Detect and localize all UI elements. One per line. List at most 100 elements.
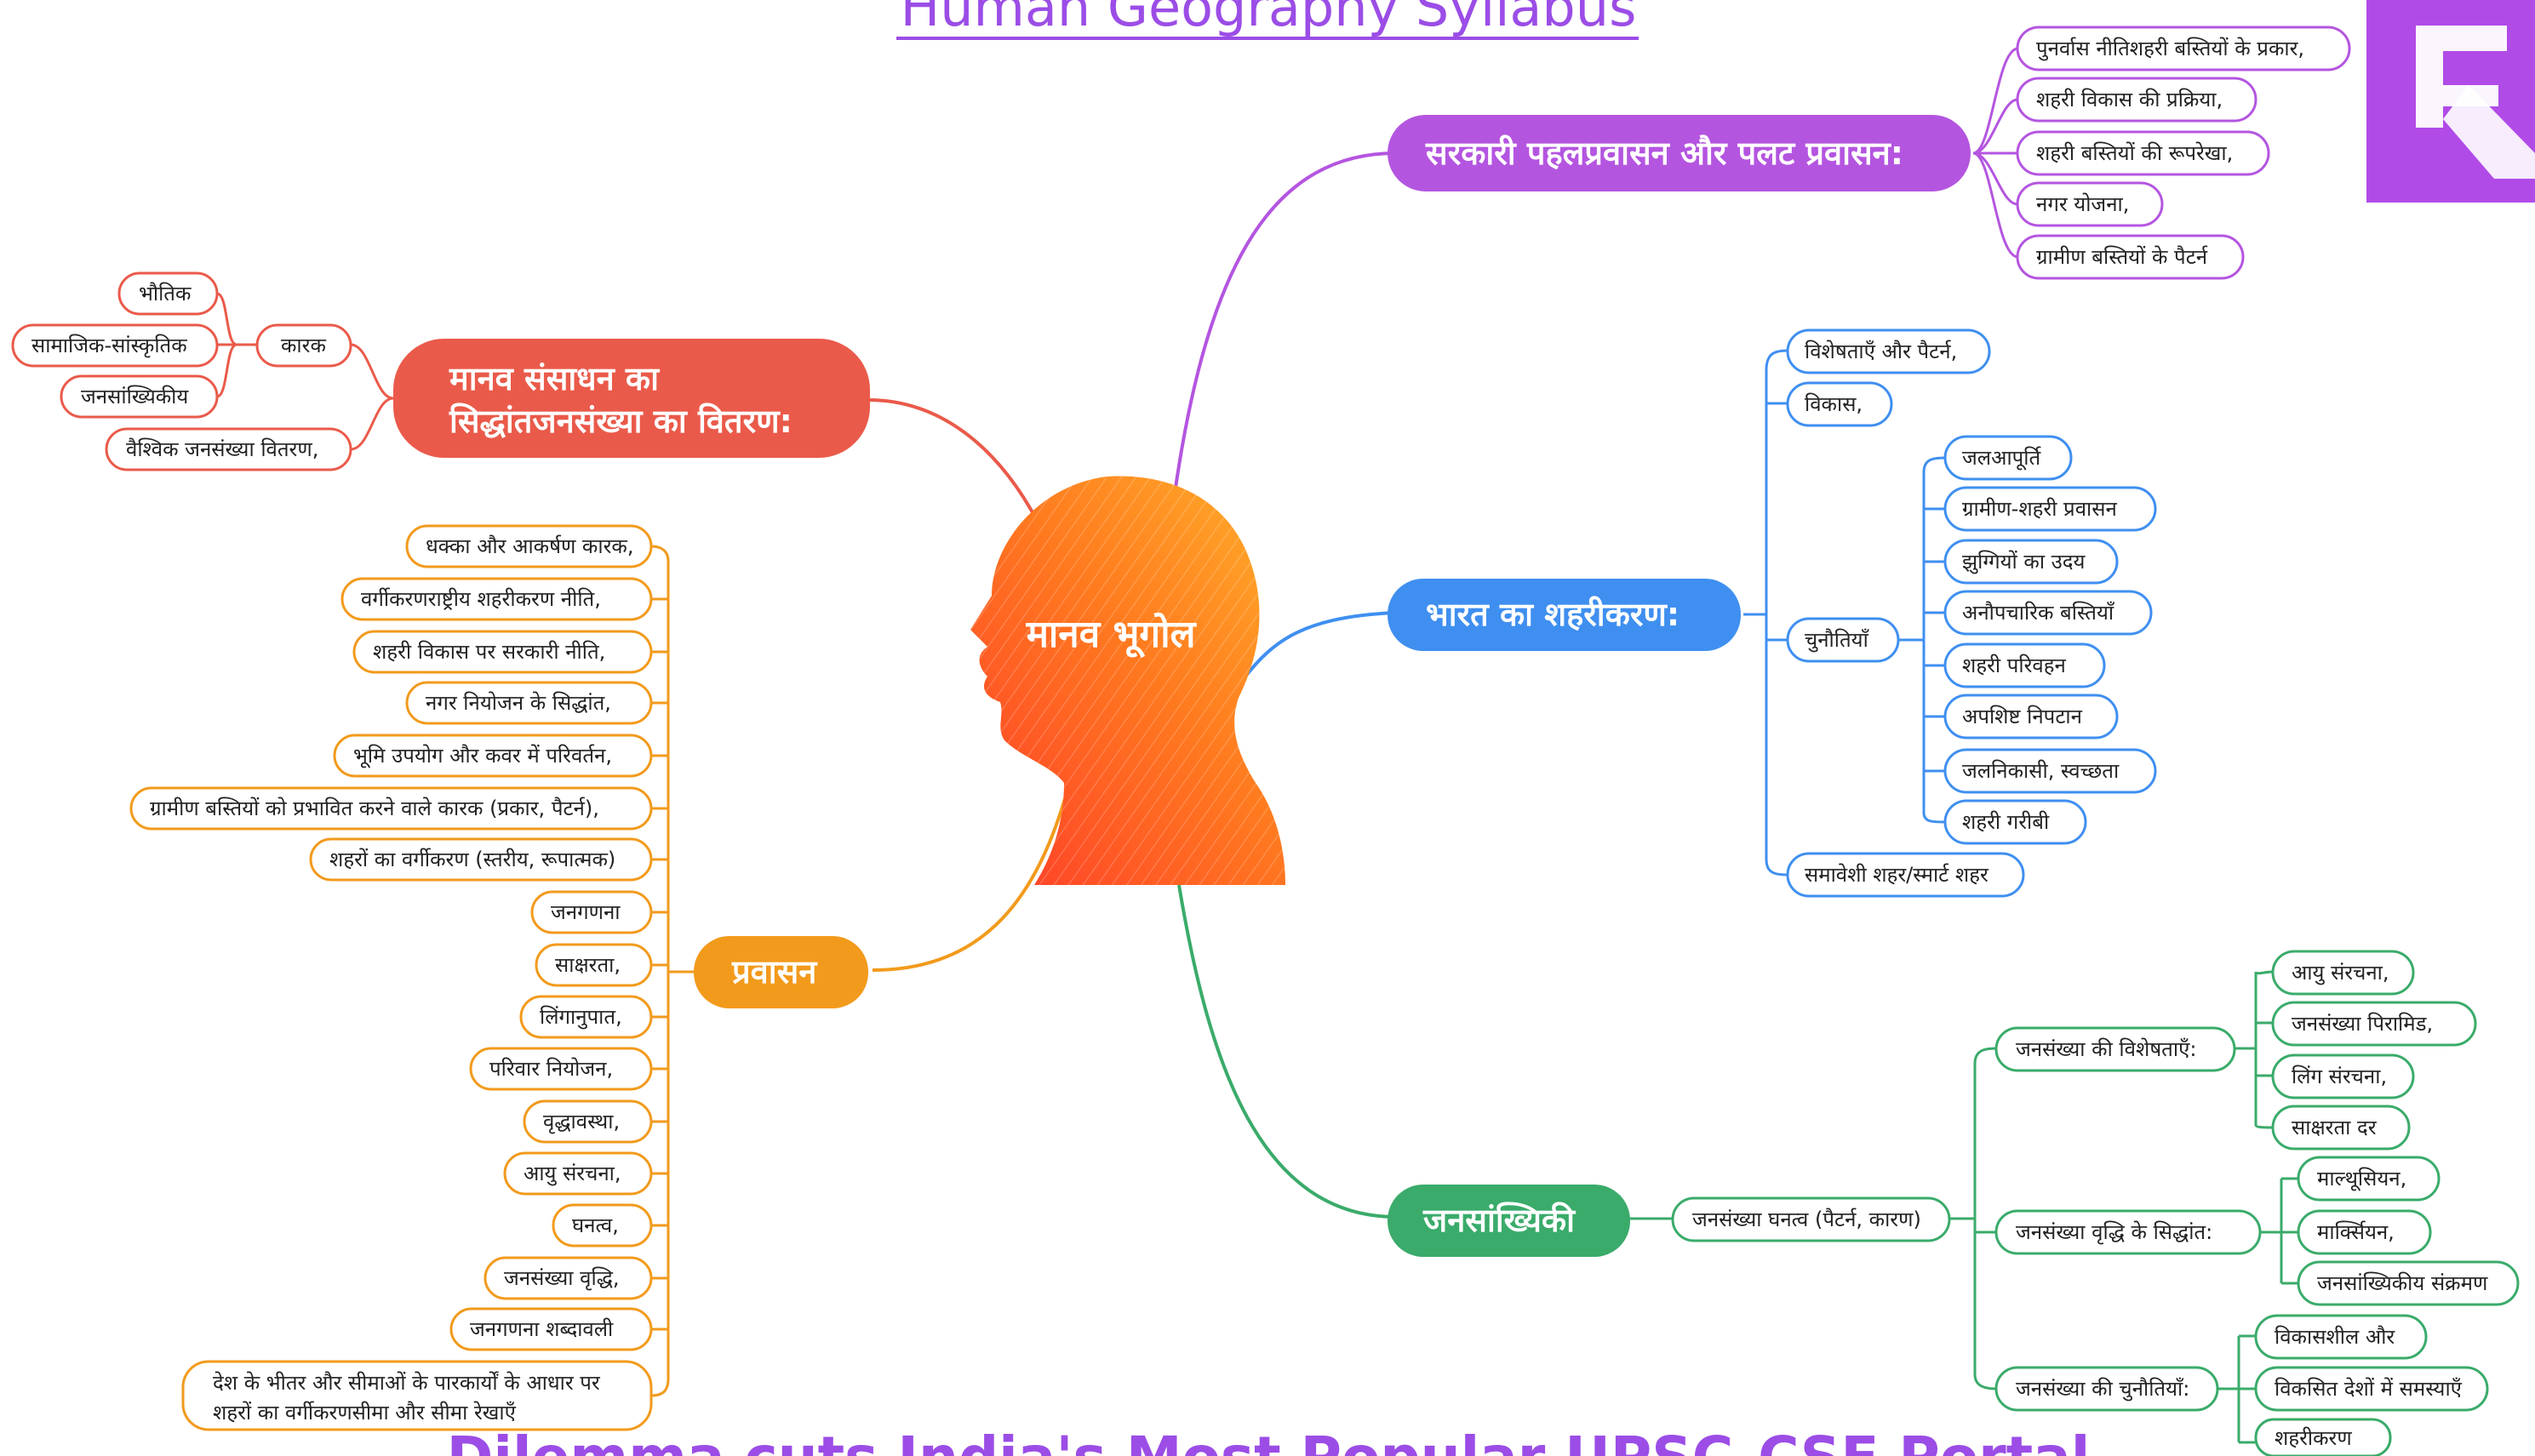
pravasan-leaf-3-text: नगर नियोजन के सिद्धांत, [426, 691, 611, 715]
pravasan-leaf-12 [503, 1151, 653, 1196]
pravasan-leaf-14-text: जनसंख्या वृद्धि, [504, 1266, 620, 1291]
pravasan-leaves: धक्का और आकर्षण कारक, वर्गीकरणराष्ट्रीय … [129, 524, 653, 1431]
jan-feature-leaf-2 [2271, 1053, 2415, 1099]
branch-bharat-pill [1388, 579, 1741, 651]
pravasan-leaf-5 [129, 786, 653, 831]
jan-feature-leaf-3 [2271, 1105, 2411, 1151]
jan-challenge-leaf-1 [2254, 1366, 2489, 1412]
jan-feature-leaf-0-text: आयु संरचना, [2292, 961, 2389, 985]
bharat-ch-0-text: जलआपूर्ति [1962, 446, 2041, 471]
jan-density [1671, 1196, 1951, 1242]
pravasan-leaf-2-text: शहरी विकास पर सरकारी नीति, [373, 640, 605, 664]
pravasan-leaf-1-text: वर्गीकरणराष्ट्रीय शहरीकरण नीति, [361, 587, 601, 611]
pravasan-leaf-13-text: घनत्व, [572, 1213, 619, 1237]
jan-feature-leaf-3-text: साक्षरता दर [2292, 1116, 2378, 1139]
manav-karak-leaf-1 [11, 323, 219, 368]
pravasan-leaf-13 [552, 1203, 653, 1248]
jan-theory-leaf-2-text: जनसांख्यिकीय संक्रमण [2317, 1271, 2488, 1295]
bharat-ch-3-text: अनौपचारिक बस्तियाँ [1962, 601, 2115, 625]
bharat-leaf-1 [1786, 381, 1893, 427]
bharat-leaf-0-text: विशेषताएँ और पैटर्न, [1805, 340, 1957, 363]
pravasan-leaf-7 [530, 890, 653, 934]
sarkari-leaf-4 [2016, 234, 2245, 280]
bharat-challenges [1786, 617, 1900, 663]
bharat-ch-2 [1943, 539, 2119, 585]
sarkari-leaf-2 [2016, 130, 2270, 176]
pravasan-leaf-last-line2: शहरों का वर्गीकरणसीमा और सीमा रेखाएँ [213, 1401, 517, 1425]
branch-pravasan-label: प्रवासन [731, 953, 818, 991]
branch-manav-pill [393, 339, 870, 458]
bharat-ch-6-text: जलनिकासी, स्वच्छता [1962, 759, 2120, 783]
center-label: मानव भूगोल [1026, 612, 1198, 659]
pravasan-leaf-1 [340, 577, 653, 621]
bharat-leaf-0 [1786, 328, 1991, 374]
jan-challenge-leaf-2 [2254, 1418, 2392, 1456]
center-head: मानव भूगोल [970, 476, 1285, 885]
footer-banner: Dilemma cuts India's Most Popular UPSC-C… [447, 1425, 2091, 1456]
bharat-ch-7 [1943, 799, 2087, 845]
manav-karak-leaf-2 [60, 374, 219, 419]
branch-jan-label: जनसांख्यिकी [1422, 1202, 1576, 1239]
pravasan-leaf-8 [535, 943, 653, 987]
pravasan-leaf-last [181, 1360, 653, 1431]
jan-challenge-leaf-2-text: शहरीकरण [2275, 1426, 2352, 1450]
sarkari-leaf-1-text: शहरी विकास की प्रक्रिया, [2036, 88, 2223, 111]
bharat-ch-4-text: शहरी परिवहन [1962, 654, 2066, 677]
branch-manav-label-2: सिद्धांतजनसंख्या का वितरण: [449, 403, 793, 440]
jan-challenge-leaf-0-text: विकासशील और [2275, 1325, 2395, 1349]
sarkari-leaf-0 [2016, 26, 2351, 71]
pravasan-leaf-2 [352, 630, 653, 674]
pravasan-leaf-7-text: जनगणना [551, 900, 621, 924]
pravasan-leaf-12-text: आयु संरचना, [524, 1162, 621, 1186]
bharat-leaf-1-text: विकास, [1805, 392, 1863, 416]
pravasan-leaf-6-text: शहरों का वर्गीकरण (स्तरीय, रूपात्मक) [329, 848, 615, 871]
bharat-ch-1 [1943, 486, 2157, 532]
jan-theory-leaf-2 [2297, 1260, 2520, 1306]
pravasan-leaf-4-text: भूमि उपयोग और कवर में परिवर्तन, [353, 744, 612, 768]
pravasan-leaf-9 [519, 995, 653, 1039]
pravasan-leaf-10-text: परिवार नियोजन, [489, 1057, 613, 1081]
pravasan-leaf-last-line1: देश के भीतर और सीमाओं के पारकार्यों के आ… [213, 1371, 601, 1395]
sarkari-leaf-2-text: शहरी बस्तियों की रूपरेखा, [2036, 141, 2233, 165]
jan-theory-leaf-0 [2297, 1156, 2441, 1202]
branch-manav-label-1: मानव संसाधन का [449, 360, 660, 397]
jan-challenges-text: जनसंख्या की चुनौतियाँ: [2016, 1377, 2189, 1402]
branch-sarkari-label: सरकारी पहलप्रवासन और पलट प्रवासन: [1425, 134, 1903, 172]
pravasan-leaf-3 [405, 681, 653, 725]
manav-karak-leaf-0-text: भौतिक [139, 282, 192, 305]
bharat-ch-0 [1943, 435, 2073, 481]
pravasan-leaf-4 [333, 734, 653, 778]
pravasan-leaf-9-text: लिंगानुपात, [540, 1005, 622, 1030]
manav-karak-leaf-2-text: जनसांख्यिकीय [81, 385, 189, 408]
bharat-ch-6 [1943, 748, 2157, 794]
branch-sarkari-pill [1388, 115, 1971, 191]
manav-karak [255, 323, 352, 368]
pravasan-leaf-15-text: जनगणना शब्दावली [470, 1317, 614, 1341]
jan-features [1994, 1026, 2236, 1072]
manav-global [105, 427, 352, 471]
pravasan-leaf-6 [309, 837, 653, 882]
branch-bharat-label: भारत का शहरीकरण: [1426, 596, 1680, 633]
bharat-ch-5-text: अपशिष्ट निपटान [1962, 705, 2083, 728]
sarkari-leaves: पुनर्वास नीतिशहरी बस्तियों के प्रकार, शह… [2016, 26, 2351, 280]
pravasan-leaf-14 [484, 1256, 653, 1300]
branch-manav: मानव संसाधन का सिद्धांतजनसंख्या का वितरण… [11, 271, 870, 471]
pravasan-leaf-5-text: ग्रामीण बस्तियों को प्रभावित करने वाले क… [150, 797, 599, 820]
jan-theory-leaf-1-text: मार्क्सियन, [2317, 1220, 2395, 1244]
pravasan-leaf-0-text: धक्का और आकर्षण कारक, [426, 534, 633, 558]
jan-theory-leaf-1 [2297, 1209, 2432, 1255]
jan-challenges [1994, 1366, 2219, 1412]
sarkari-leaf-3 [2016, 181, 2164, 227]
bharat-ch-4 [1943, 642, 2106, 688]
page-title: Human Geography Syllabus [901, 0, 1637, 38]
jan-feature-leaf-2-text: लिंग संरचना, [2292, 1065, 2387, 1088]
bharat-last [1786, 852, 2025, 898]
manav-karak-text: कारक [281, 334, 326, 357]
branch-jan: जनसांख्यिकी जनसंख्या घनत्व [1388, 950, 2520, 1456]
bharat-ch-2-text: झुग्गियों का उदय [1962, 550, 2086, 574]
jan-theories [1994, 1209, 2262, 1255]
pravasan-leaf-8-text: साक्षरता, [555, 953, 621, 977]
pravasan-leaf-11-text: वृद्धावस्था, [543, 1110, 620, 1134]
branch-sarkari: सरकारी पहलप्रवासन और पलट प्रवासन: पुनर्व… [1388, 26, 2351, 280]
branch-bharat: भारत का शहरीकरण: विशेषताएँ और पैटर्न, वि… [1388, 328, 2157, 898]
